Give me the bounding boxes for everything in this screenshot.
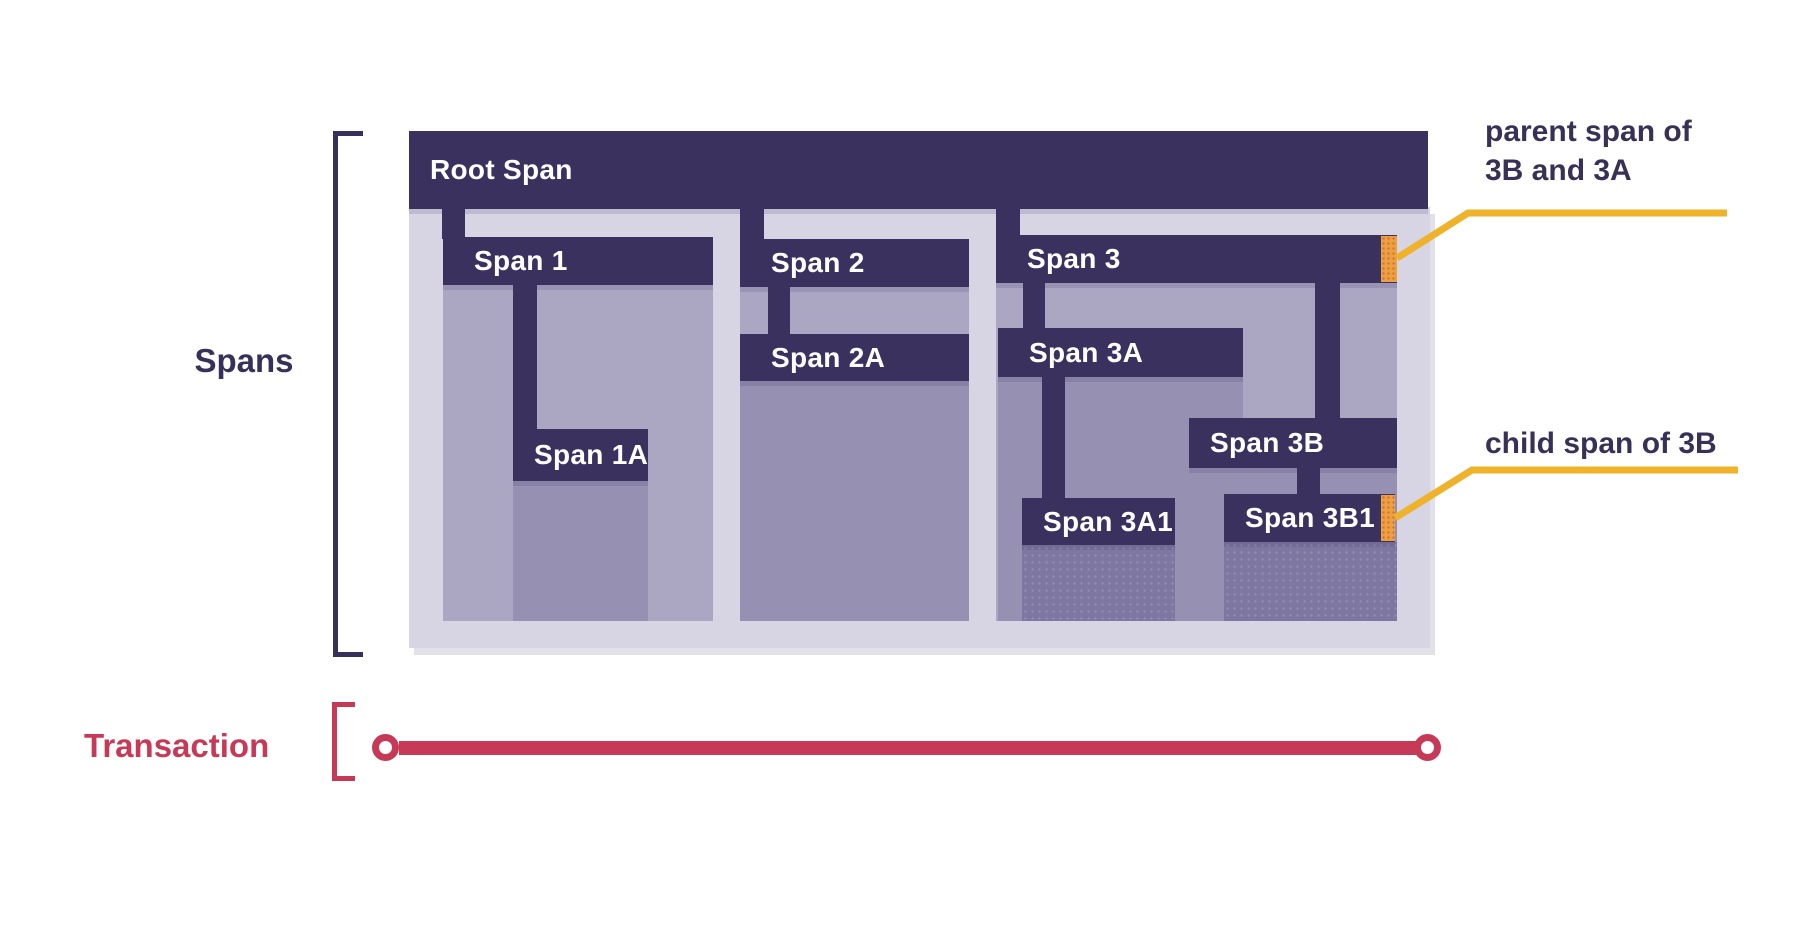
child-annotation-leader-line	[1393, 466, 1738, 521]
span3a1-bar: Span 3A1	[1022, 498, 1175, 545]
parent-annotation-line1: parent span of	[1485, 115, 1692, 148]
span2-bar-label: Span 2	[771, 247, 865, 278]
parent-annotation-text: parent span of 3B and 3A	[1485, 112, 1692, 190]
child-annotation-text: child span of 3B	[1485, 427, 1717, 460]
span3-bar-label: Span 3	[1027, 243, 1121, 274]
span2-bar: Span 2	[740, 239, 969, 287]
transaction-bracket	[332, 702, 355, 781]
span3-parent-highlight-marker	[1381, 236, 1397, 282]
span2a-bar: Span 2A	[740, 334, 969, 381]
root-span-bar: Root Span	[409, 131, 1428, 209]
transaction-timeline	[399, 741, 1417, 755]
transaction-label: Transaction	[84, 727, 270, 764]
connector-span1-to-span1a	[513, 285, 537, 431]
span1-bar-label: Span 1	[474, 245, 568, 276]
spans-bracket	[333, 131, 363, 657]
span3a-bar-label: Span 3A	[1029, 336, 1144, 368]
span3a1-bar-label: Span 3A1	[1043, 505, 1173, 537]
transaction-start-circle	[372, 734, 399, 761]
connector-span3a-to-span3a1	[1042, 377, 1065, 500]
span1a-bar: Span 1A	[513, 429, 648, 481]
span3b-bar: Span 3B	[1189, 418, 1397, 468]
span3a-bar: Span 3A	[998, 328, 1243, 377]
span1-bar: Span 1	[443, 237, 713, 285]
span3b1-bar-label: Span 3B1	[1245, 502, 1375, 533]
span3b1-duration-region	[1224, 542, 1397, 621]
span3a1-duration-region	[1022, 545, 1175, 621]
span2a-duration-region	[740, 381, 969, 621]
connector-span2-to-span2a	[768, 287, 790, 335]
parent-annotation-line2: 3B and 3A	[1485, 154, 1632, 187]
span3-bar: Span 3	[996, 235, 1397, 283]
span1a-duration-region	[513, 481, 648, 621]
connector-span3-to-span3b	[1315, 283, 1340, 420]
span3b1-bar: Span 3B1	[1224, 494, 1395, 542]
root-span-bar-label: Root Span	[430, 154, 573, 185]
connector-span3b-to-span3b1	[1297, 468, 1320, 496]
connector-span3-to-span3a	[1023, 283, 1045, 330]
connector-root-to-span2	[740, 207, 764, 241]
transaction-end-circle	[1414, 734, 1441, 761]
span1a-bar-label: Span 1A	[534, 439, 649, 470]
span3b1-child-highlight-marker	[1381, 495, 1395, 541]
spans-label: Spans	[194, 342, 294, 379]
span3b-bar-label: Span 3B	[1210, 427, 1325, 458]
connector-root-to-span1	[442, 207, 465, 239]
connector-root-to-span3	[996, 207, 1020, 237]
parent-annotation-leader-line	[1395, 209, 1727, 261]
span2a-bar-label: Span 2A	[771, 341, 886, 373]
